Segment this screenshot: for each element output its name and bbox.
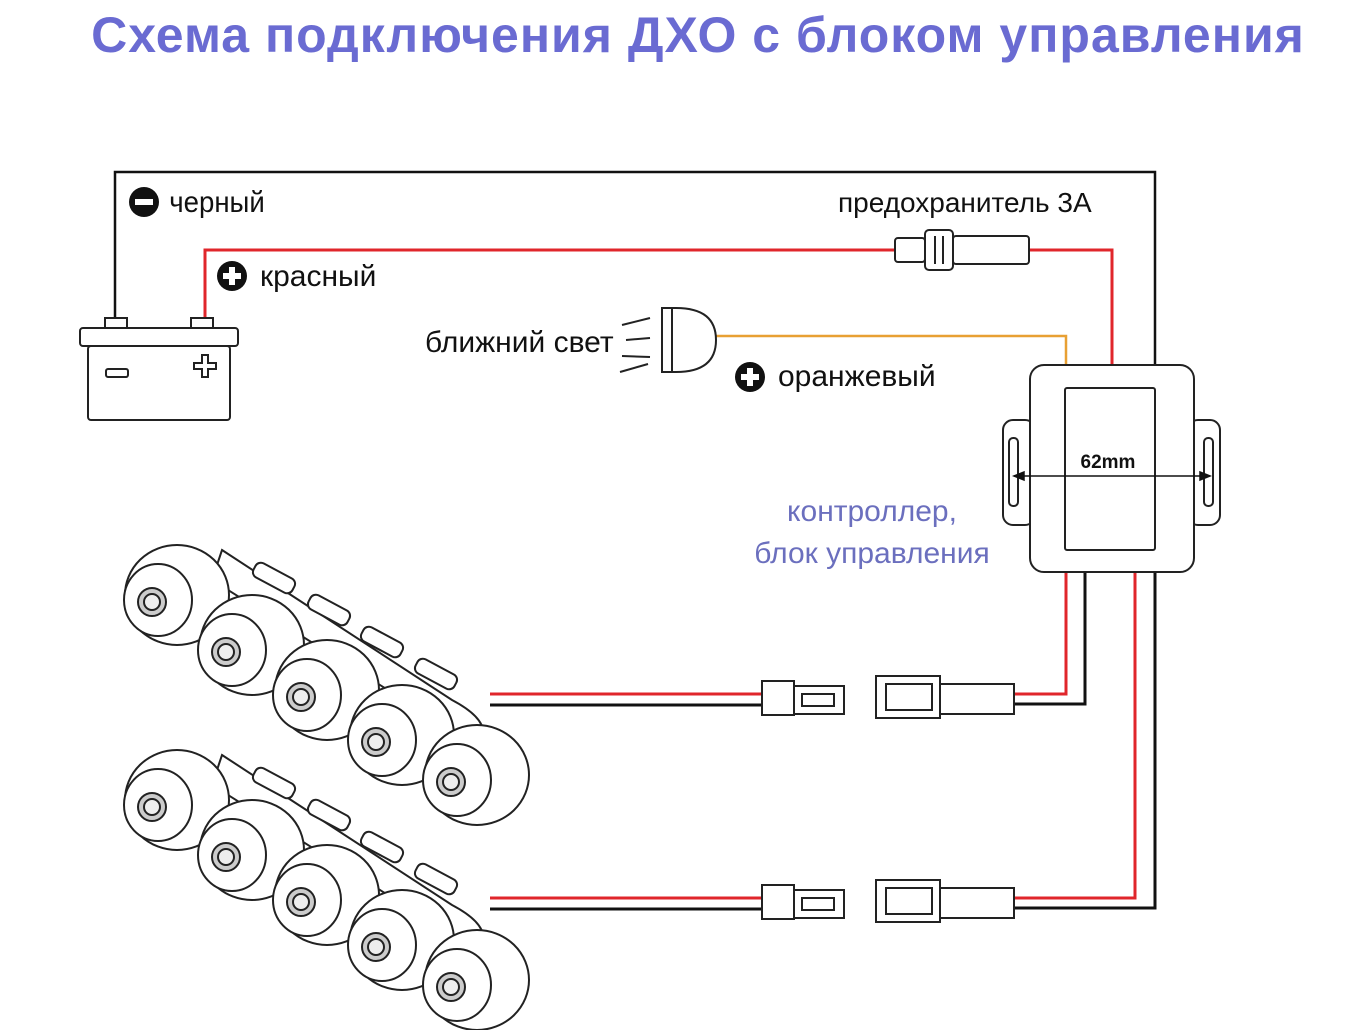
controller-label-line2: блок управления	[754, 537, 989, 570]
wire-output-top	[1014, 572, 1087, 706]
controller-box-icon	[1002, 364, 1221, 573]
label-low-beam: ближний свет	[425, 326, 614, 359]
wire-module-top	[490, 692, 762, 707]
minus-badge-icon	[129, 187, 159, 217]
dimension-label: 62mm	[1081, 452, 1136, 473]
headlight-icon	[619, 307, 718, 373]
plus-badge-orange-icon	[735, 362, 765, 392]
wire-output-bottom	[1014, 572, 1157, 910]
wire-red-main	[203, 248, 1114, 365]
wire-black-main	[113, 170, 1157, 365]
connector-bottom	[761, 879, 1015, 923]
page-title: Схема подключения ДХО с блоком управлени…	[91, 7, 1305, 63]
wire-orange	[712, 334, 1068, 365]
label-red: красный	[260, 260, 376, 293]
battery-icon	[79, 317, 239, 421]
fuse-icon	[894, 229, 1030, 271]
label-fuse: предохранитель 3А	[838, 187, 1092, 218]
label-black: черный	[169, 186, 265, 219]
controller-label-line1: контроллер,	[787, 495, 957, 528]
connector-top	[761, 675, 1015, 719]
plus-badge-icon	[217, 261, 247, 291]
dimension-arrow	[1011, 470, 1213, 482]
label-orange: оранжевый	[778, 360, 936, 393]
wire-module-bottom	[490, 896, 762, 911]
